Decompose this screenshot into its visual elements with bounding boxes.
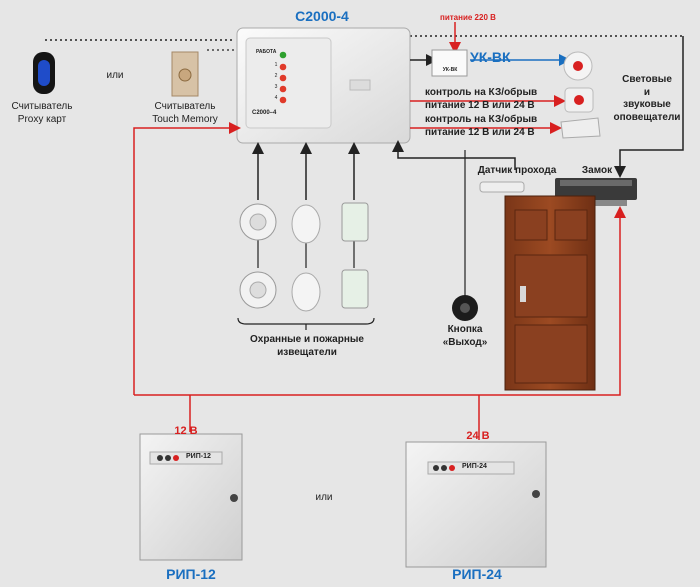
psu-24-box xyxy=(405,441,547,568)
alarms-label-2: и xyxy=(643,87,651,98)
ukvk-title: УК-ВК xyxy=(470,49,511,65)
psu-24-name: РИП-24 xyxy=(452,566,502,582)
psu-12-name: РИП-12 xyxy=(166,566,216,582)
line1-power: питание 12 В или 24 В xyxy=(425,100,535,111)
readers-or: или xyxy=(106,70,124,81)
smoke-detector-icon xyxy=(239,203,277,309)
exit-button-label-2: «Выход» xyxy=(442,337,488,348)
psu-12-front-label: РИП-12 xyxy=(186,453,211,460)
alarm-lines xyxy=(410,95,566,134)
proxy-reader-label-2: Proxy карт xyxy=(17,114,67,125)
door-sensor-wiring xyxy=(392,140,525,300)
line2-control: контроль на КЗ/обрыв xyxy=(425,114,538,125)
detectors-label-2: извещатели xyxy=(277,347,337,358)
alarms-label-1: Световые xyxy=(622,74,672,85)
indicator-1: 1 xyxy=(274,62,278,68)
ukvk-box xyxy=(431,49,468,77)
indicator-3: 3 xyxy=(274,84,278,90)
alarm-devices xyxy=(560,51,601,139)
controller-title: С2000-4 xyxy=(295,8,349,24)
touch-memory-reader-icon xyxy=(171,51,199,97)
indicator-4: 4 xyxy=(274,95,278,101)
psu-12-box xyxy=(139,433,243,561)
indicator-2: 2 xyxy=(274,73,278,79)
motion-detector-icon xyxy=(291,204,321,312)
proxy-reader-label-1: Считыватель xyxy=(11,101,73,112)
psu-24-front-label: РИП-24 xyxy=(462,463,487,470)
door-icon xyxy=(504,195,596,391)
psu-12-voltage: 12 В xyxy=(174,425,198,437)
lock-label: Замок xyxy=(581,165,613,176)
magnetic-lock-icon xyxy=(555,178,637,206)
line1-control: контроль на КЗ/обрыв xyxy=(425,87,538,98)
power-220-label: питание 220 В xyxy=(440,13,496,22)
exit-button-label-1: Кнопка xyxy=(447,324,483,335)
touch-reader-label-1: Считыватель xyxy=(154,101,216,112)
psu-or: или xyxy=(315,492,333,503)
door-sensor-label: Датчик прохода xyxy=(477,165,557,176)
power-loop xyxy=(133,122,626,440)
alarms-label-4: оповещатели xyxy=(613,112,681,123)
controller-panel-label: С2000–4 xyxy=(252,110,277,116)
ukvk-box-label: УК-ВК xyxy=(442,67,458,73)
line2-power: питание 12 В или 24 В xyxy=(425,127,535,138)
touch-reader-label-2: Touch Memory xyxy=(152,114,218,125)
proxy-reader-icon xyxy=(33,52,55,94)
psu-24-voltage: 24 В xyxy=(466,430,490,442)
alarms-label-3: звуковые xyxy=(623,99,671,110)
exit-button-icon xyxy=(452,295,478,321)
controller-status-label: РАБОТА xyxy=(256,49,277,55)
magnetic-contact-icon xyxy=(341,202,369,309)
controller-box xyxy=(236,27,411,144)
detectors-label-1: Охранные и пожарные xyxy=(250,334,364,345)
